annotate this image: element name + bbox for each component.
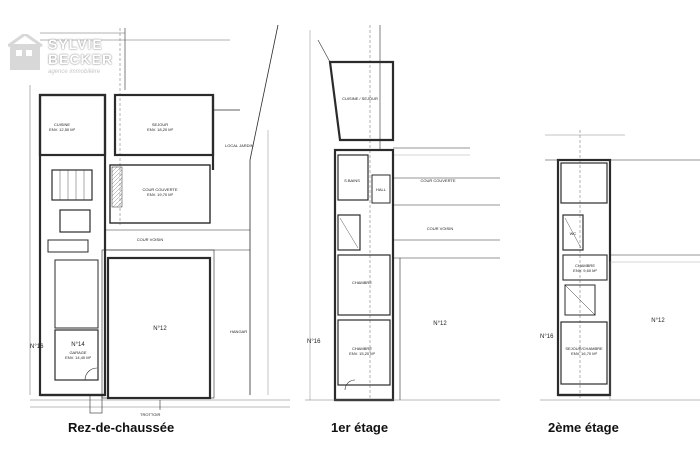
ground-trottoir-label: TROTTOIR	[140, 412, 160, 417]
ground-floor-labels: CUISINE ENV. 12,50 M² SEJOUR ENV. 18,20 …	[30, 122, 254, 417]
second-sdb-label: SEJOUR/CHAMBRE	[565, 346, 603, 351]
first-n12-label: N°12	[433, 321, 447, 327]
ground-cuisine-label: CUISINE	[54, 122, 71, 127]
caption-second-floor: 2ème étage	[548, 420, 619, 435]
ground-hangar-label: HANGAR	[230, 329, 247, 334]
second-n16-label: N°16	[540, 334, 554, 340]
ground-garage-area: ENV. 14,40 M²	[65, 355, 92, 360]
first-cuisine-label: CUISINE / SEJOUR	[342, 96, 378, 101]
ground-local-label: LOCAL JARDIN	[225, 143, 254, 148]
logo-line2: BECKER	[48, 51, 114, 67]
first-n16-label: N°16	[307, 339, 321, 345]
ground-garage-label: GARAGE	[69, 350, 86, 355]
first-chambre2-area: ENV. 15,20 M²	[349, 351, 376, 356]
caption-first-floor: 1er étage	[331, 420, 389, 435]
ground-cour-label: COUR COUVERTE	[142, 187, 177, 192]
second-sdb-area: ENV. 16,70 M²	[571, 351, 598, 356]
first-chambre1-label: CHAMBRE	[352, 280, 372, 285]
ground-n16-label: N°16	[30, 344, 44, 350]
first-chambre2-label: CHAMBRE	[352, 346, 372, 351]
ground-n12-label: N°12	[153, 326, 167, 332]
ground-cour-area: ENV. 19,70 M²	[147, 192, 174, 197]
ground-cuisine-area: ENV. 12,50 M²	[49, 127, 76, 132]
ground-cour-voisin-label: COUR VOISIN	[137, 237, 164, 242]
logo-house-icon	[7, 32, 46, 72]
first-floor-labels: CUISINE / SEJOUR COUR COUVERTE COUR VOIS…	[307, 96, 456, 356]
second-floor-plan	[540, 130, 700, 401]
ground-n14-label: N°14	[71, 342, 85, 348]
second-chambre-area: ENV. 9,60 M²	[573, 268, 597, 273]
second-n12-label: N°12	[651, 318, 665, 324]
agency-logo: SYLVIE BECKER agence immobilière	[7, 32, 118, 88]
logo-line3: agence immobilière	[48, 69, 101, 75]
second-floor-labels: WC CHAMBRE ENV. 9,60 M² SEJOUR/CHAMBRE E…	[540, 231, 665, 356]
second-chambre-label: CHAMBRE	[575, 263, 595, 268]
first-hall-label: HALL	[376, 187, 387, 192]
logo-line1: SYLVIE	[48, 36, 103, 52]
caption-ground-floor: Rez-de-chaussée	[68, 420, 175, 435]
ground-sejour-area: ENV. 18,20 M²	[147, 127, 174, 132]
first-floor-plan	[305, 25, 500, 402]
first-cour-label: COUR COUVERTE	[420, 178, 455, 183]
ground-floor-plan	[29, 24, 290, 414]
second-wc-label: WC	[570, 231, 577, 236]
first-cour-voisin-label: COUR VOISIN	[427, 226, 454, 231]
first-salle-label: S.BAINS	[344, 178, 360, 183]
ground-sejour-label: SEJOUR	[152, 122, 168, 127]
